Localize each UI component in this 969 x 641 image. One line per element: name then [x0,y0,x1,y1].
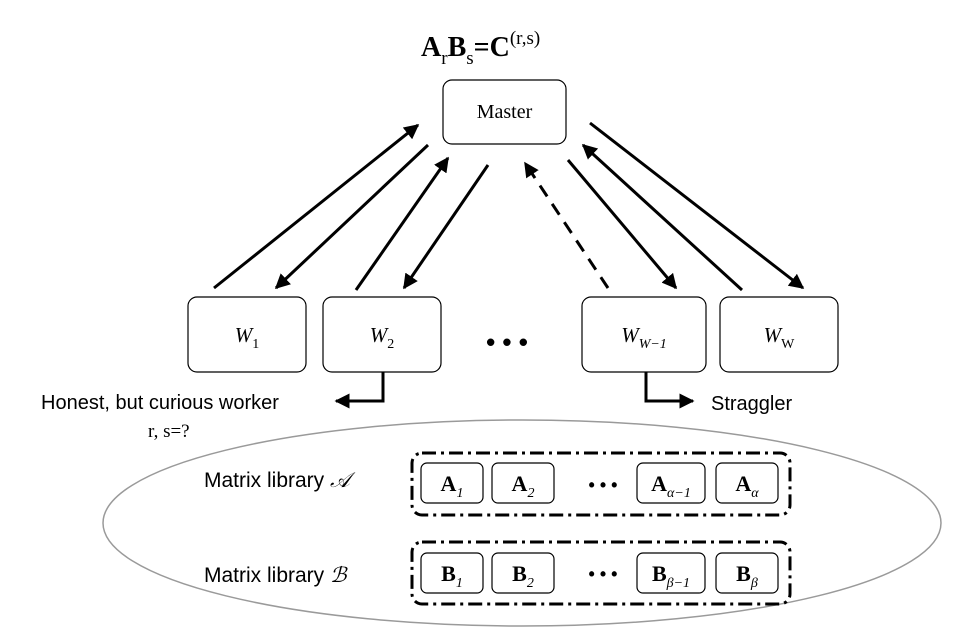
w1-download-arrow [274,143,430,290]
library-a-item-1 [420,462,484,504]
library-b-item-label-2: B2 [512,561,534,591]
honest-worker-pointer [334,372,385,409]
worker-ellipsis: • • • [486,327,528,357]
worker-label-4: WW [764,323,796,352]
worker-node-4 [719,296,839,373]
library-b-items: B1 B2 Bβ−1 Bβ [420,552,779,594]
wW-upload-arrow [581,143,744,292]
library-b-item-label-1: B1 [441,561,463,591]
w2-upload-arrow [354,156,450,291]
worker-node-3 [581,296,707,373]
library-a-item-label-3: Aα−1 [651,471,691,501]
library-a-item-label-1: A1 [441,471,464,501]
library-b-item-3 [636,552,706,594]
library-b-item-label-4: Bβ [736,561,758,591]
master-node [442,79,567,145]
library-a-items: A1 A2 Aα−1 Aα [420,462,779,504]
straggler-upload-arrow-dashed [523,161,610,289]
library-a-ellipsis: • • • [589,475,618,495]
worker-row: W1 W2 WW−1 WW [187,296,839,373]
matrix-library-region [102,419,942,627]
library-b-ellipsis: • • • [589,564,618,584]
worker-node-1 [187,296,307,373]
library-a-item-2 [491,462,555,504]
worker-label-1: W1 [235,323,260,352]
straggler-label: Straggler [711,393,792,415]
communication-arrows [213,121,805,292]
w2-download-arrow [402,164,490,290]
wW1-download-arrow [566,159,678,290]
straggler-pointer [644,372,695,409]
master-equation: ArBs=C(r,s) [421,28,540,69]
library-a-item-label-2: A2 [512,471,535,501]
worker-label-2: W2 [370,323,395,352]
unknown-indices-label: r, s=? [148,421,190,442]
library-b-item-4 [715,552,779,594]
library-a-item-3 [636,462,706,504]
library-a-item-label-4: Aα [735,471,759,501]
library-a-label: Matrix library 𝒜 [204,468,356,492]
library-b-label: Matrix library ℬ [204,563,348,587]
honest-worker-label: Honest, but curious worker [41,392,279,414]
master-label: Master [477,101,533,123]
worker-label-3: WW−1 [621,323,667,352]
library-b-item-label-3: Bβ−1 [652,561,690,591]
library-a-item-4 [715,462,779,504]
library-b-item-1 [420,552,484,594]
wW-download-arrow [589,121,805,290]
w1-upload-arrow [213,123,420,290]
library-b-item-2 [491,552,555,594]
